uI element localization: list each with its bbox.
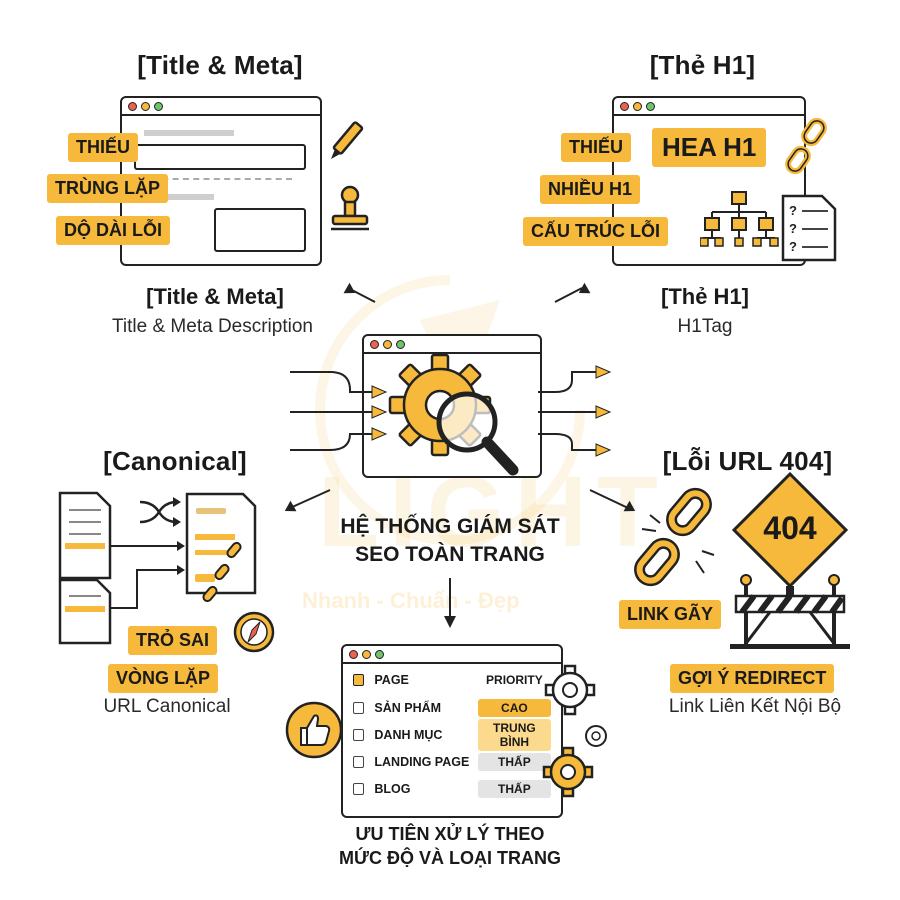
tag-broken-link: LINK GÃY bbox=[619, 600, 722, 629]
h1-heading: [Thẻ H1] bbox=[649, 50, 756, 80]
tag-h1-multiple: NHIỀU H1 bbox=[540, 175, 641, 204]
hierarchy-icon bbox=[700, 191, 779, 247]
tag-canonical-loop: VÒNG LẶP bbox=[108, 664, 219, 693]
watermark-slogan: Nhanh - Chuẩn - Đẹp bbox=[302, 588, 520, 613]
broken-chain-icon bbox=[634, 487, 715, 587]
gears-icon bbox=[542, 664, 607, 798]
row-priority-badge: TRUNG BÌNH bbox=[477, 719, 551, 751]
center-title: HỆ THỐNG GIÁM SÁT SEO TOÀN TRANG bbox=[300, 513, 600, 570]
canonical-caption: URL Canonical bbox=[103, 696, 231, 717]
row-page: BLOG bbox=[374, 782, 411, 796]
url404-caption: Link Liên Kết Nội Bộ bbox=[668, 696, 842, 717]
row-page: SẢN PHẨM bbox=[374, 701, 442, 715]
svg-text:?: ? bbox=[789, 221, 797, 236]
row-page: LANDING PAGE bbox=[374, 755, 470, 769]
priority-table-window: PAGE PRIORITY SẢN PHẨM CAO DANH MỤC TRUN… bbox=[341, 644, 563, 818]
title-meta-caption: Title & Meta Description bbox=[112, 316, 313, 337]
thumbs-up-icon bbox=[285, 701, 343, 759]
row-priority-badge: CAO bbox=[477, 699, 551, 717]
title-meta-heading: [Title & Meta] bbox=[137, 50, 303, 80]
tag-h1-heading: HEA H1 bbox=[652, 128, 767, 167]
row-checkbox[interactable] bbox=[353, 783, 365, 795]
header-page-label: PAGE bbox=[374, 673, 409, 687]
tag-length-error: DỘ DÀI LỖI bbox=[56, 216, 170, 245]
compass-icon bbox=[233, 611, 275, 653]
canonical-heading: [Canonical] bbox=[103, 446, 247, 476]
table-row: DANH MỤC TRUNG BÌNH bbox=[353, 719, 551, 751]
title-meta-caption-bold: [Title & Meta] bbox=[146, 284, 284, 309]
row-checkbox[interactable] bbox=[353, 756, 365, 768]
row-priority-badge: THẤP bbox=[477, 780, 551, 798]
stamp-icon bbox=[331, 185, 369, 231]
header-priority-label: PRIORITY bbox=[486, 673, 543, 687]
gear-magnifier-icon bbox=[388, 353, 519, 476]
row-priority-badge: THẤP bbox=[477, 753, 551, 771]
tag-duplicate-title: TRÙNG LẶP bbox=[47, 174, 168, 203]
center-title-line1: HỆ THỐNG GIÁM SÁT bbox=[340, 515, 560, 538]
tag-canonical-wrong: TRỎ SAI bbox=[128, 626, 218, 655]
priority-caption-line2: MỨC ĐỘ VÀ LOẠI TRANG bbox=[339, 848, 561, 869]
error-404-sign: 404 bbox=[763, 510, 817, 546]
row-checkbox[interactable] bbox=[353, 729, 365, 741]
priority-caption: ƯU TIÊN XỬ LÝ THEO MỨC ĐỘ VÀ LOẠI TRANG bbox=[300, 822, 600, 871]
tag-redirect-suggestion: GỢI Ý REDIRECT bbox=[670, 664, 835, 693]
roadblock-sign-icon bbox=[730, 471, 850, 649]
h1-caption: H1Tag bbox=[677, 316, 733, 337]
tag-missing-title: THIẾU bbox=[68, 133, 138, 162]
url404-heading: [Lỗi URL 404] bbox=[662, 446, 833, 476]
priority-caption-line1: ƯU TIÊN XỬ LÝ THEO bbox=[355, 824, 545, 844]
row-checkbox[interactable] bbox=[353, 702, 365, 714]
center-title-line2: SEO TOÀN TRANG bbox=[355, 543, 545, 567]
header-checkbox[interactable] bbox=[353, 674, 365, 686]
broken-link-icon bbox=[785, 118, 827, 175]
table-row: SẢN PHẨM CAO bbox=[353, 696, 551, 720]
svg-text:?: ? bbox=[789, 239, 797, 254]
svg-text:?: ? bbox=[789, 203, 797, 218]
question-document-icon: ? ? ? bbox=[781, 194, 837, 262]
h1-caption-bold: [Thẻ H1] bbox=[661, 284, 749, 309]
tag-h1-missing: THIẾU bbox=[561, 133, 631, 162]
tag-h1-structure: CẤU TRÚC LỖI bbox=[523, 217, 668, 246]
table-row: BLOG THẤP bbox=[353, 777, 551, 801]
priority-table-header: PAGE PRIORITY bbox=[353, 668, 551, 692]
row-page: DANH MỤC bbox=[374, 728, 443, 742]
table-row: LANDING PAGE THẤP bbox=[353, 750, 551, 774]
pencil-icon bbox=[331, 121, 364, 159]
canonical-documents-diagram bbox=[58, 491, 257, 645]
